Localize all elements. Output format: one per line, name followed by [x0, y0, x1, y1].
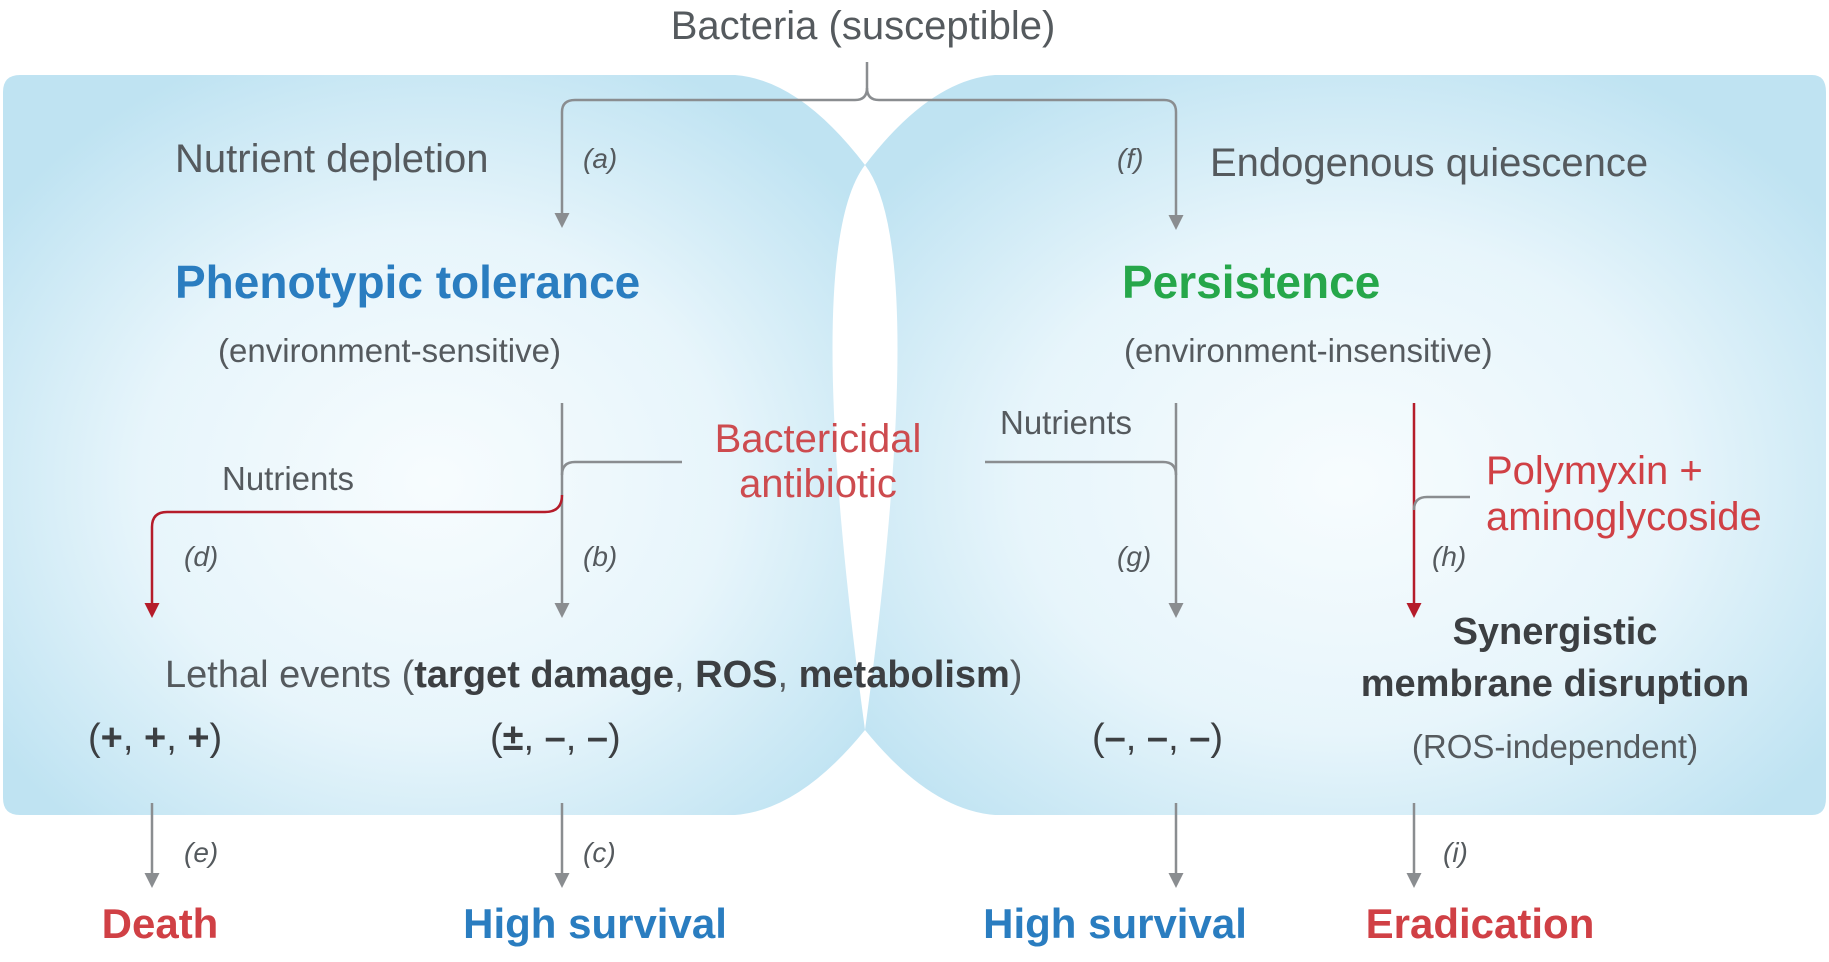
outcome-eradication: Eradication [1366, 900, 1595, 947]
nutrient-depletion-label: Nutrient depletion [175, 137, 489, 181]
lethal-sep2: , [778, 654, 799, 696]
label-e: (e) [184, 837, 218, 868]
persistence-title: Persistence [1122, 256, 1380, 308]
phenotypic-tolerance-title: Phenotypic tolerance [175, 256, 640, 308]
arrow-d [144, 494, 564, 618]
outcome-death: Death [102, 900, 219, 947]
nutrients-left-label: Nutrients [222, 460, 354, 497]
bactericidal-antibiotic-line1: Bactericidal [715, 417, 922, 461]
polymyxin-line1: Polymyxin + [1486, 449, 1703, 493]
sym-surv-right-1: – [1105, 717, 1126, 759]
sym-death-1: + [101, 717, 123, 759]
outcome-high-survival-right: High survival [983, 900, 1247, 947]
sym-death-3: + [187, 717, 209, 759]
label-f: (f) [1117, 143, 1143, 174]
label-d: (d) [184, 541, 218, 572]
lethal-suffix: ) [1010, 654, 1023, 696]
lethal-sep1: , [674, 654, 695, 696]
label-g: (g) [1117, 541, 1151, 572]
mechanism-line2: membrane disruption [1361, 663, 1750, 705]
lethal-events-line: Lethal events (target damage, ROS, metab… [165, 654, 1022, 696]
endogenous-quiescence-label: Endogenous quiescence [1210, 141, 1648, 185]
label-c: (c) [583, 837, 616, 868]
polymyxin-bracket [1412, 495, 1470, 511]
environment-insensitive-note: (environment-insensitive) [1124, 332, 1493, 369]
ros-independent-note: (ROS-independent) [1412, 728, 1698, 765]
lethal-metabolism: metabolism [799, 654, 1010, 696]
top-brace-right [865, 87, 1184, 230]
polymyxin-line2: aminoglycoside [1486, 495, 1762, 539]
symbols-survival-right: (–, –, –) [1092, 717, 1223, 759]
label-a: (a) [583, 143, 617, 174]
symbols-death: (+, +, +) [88, 717, 222, 759]
sym-surv-right-3: – [1189, 717, 1210, 759]
lethal-ros: ROS [695, 654, 777, 696]
label-b: (b) [583, 541, 617, 572]
lethal-target-damage: target damage [414, 654, 674, 696]
right-panel [865, 75, 1826, 815]
label-i: (i) [1443, 837, 1468, 868]
symbols-survival-left: (±, –, –) [490, 717, 621, 759]
bacteria-title: Bacteria (susceptible) [671, 4, 1056, 48]
environment-sensitive-note: (environment-sensitive) [218, 332, 561, 369]
outcome-high-survival-left: High survival [463, 900, 727, 947]
sym-surv-left-3: – [587, 717, 608, 759]
bactericidal-antibiotic-line2: antibiotic [739, 462, 897, 506]
mechanism-line1: Synergistic [1453, 611, 1658, 653]
sym-surv-left-2: – [545, 717, 566, 759]
antibiotic-left-bracket [560, 460, 682, 476]
label-h: (h) [1432, 541, 1466, 572]
sym-surv-right-2: – [1147, 717, 1168, 759]
left-panel [3, 75, 865, 815]
antibiotic-right-bracket [985, 460, 1178, 476]
lethal-prefix: Lethal events ( [165, 654, 415, 696]
sym-death-2: + [144, 717, 166, 759]
sym-surv-left-1: ± [503, 717, 524, 759]
nutrients-right-label: Nutrients [1000, 404, 1132, 441]
